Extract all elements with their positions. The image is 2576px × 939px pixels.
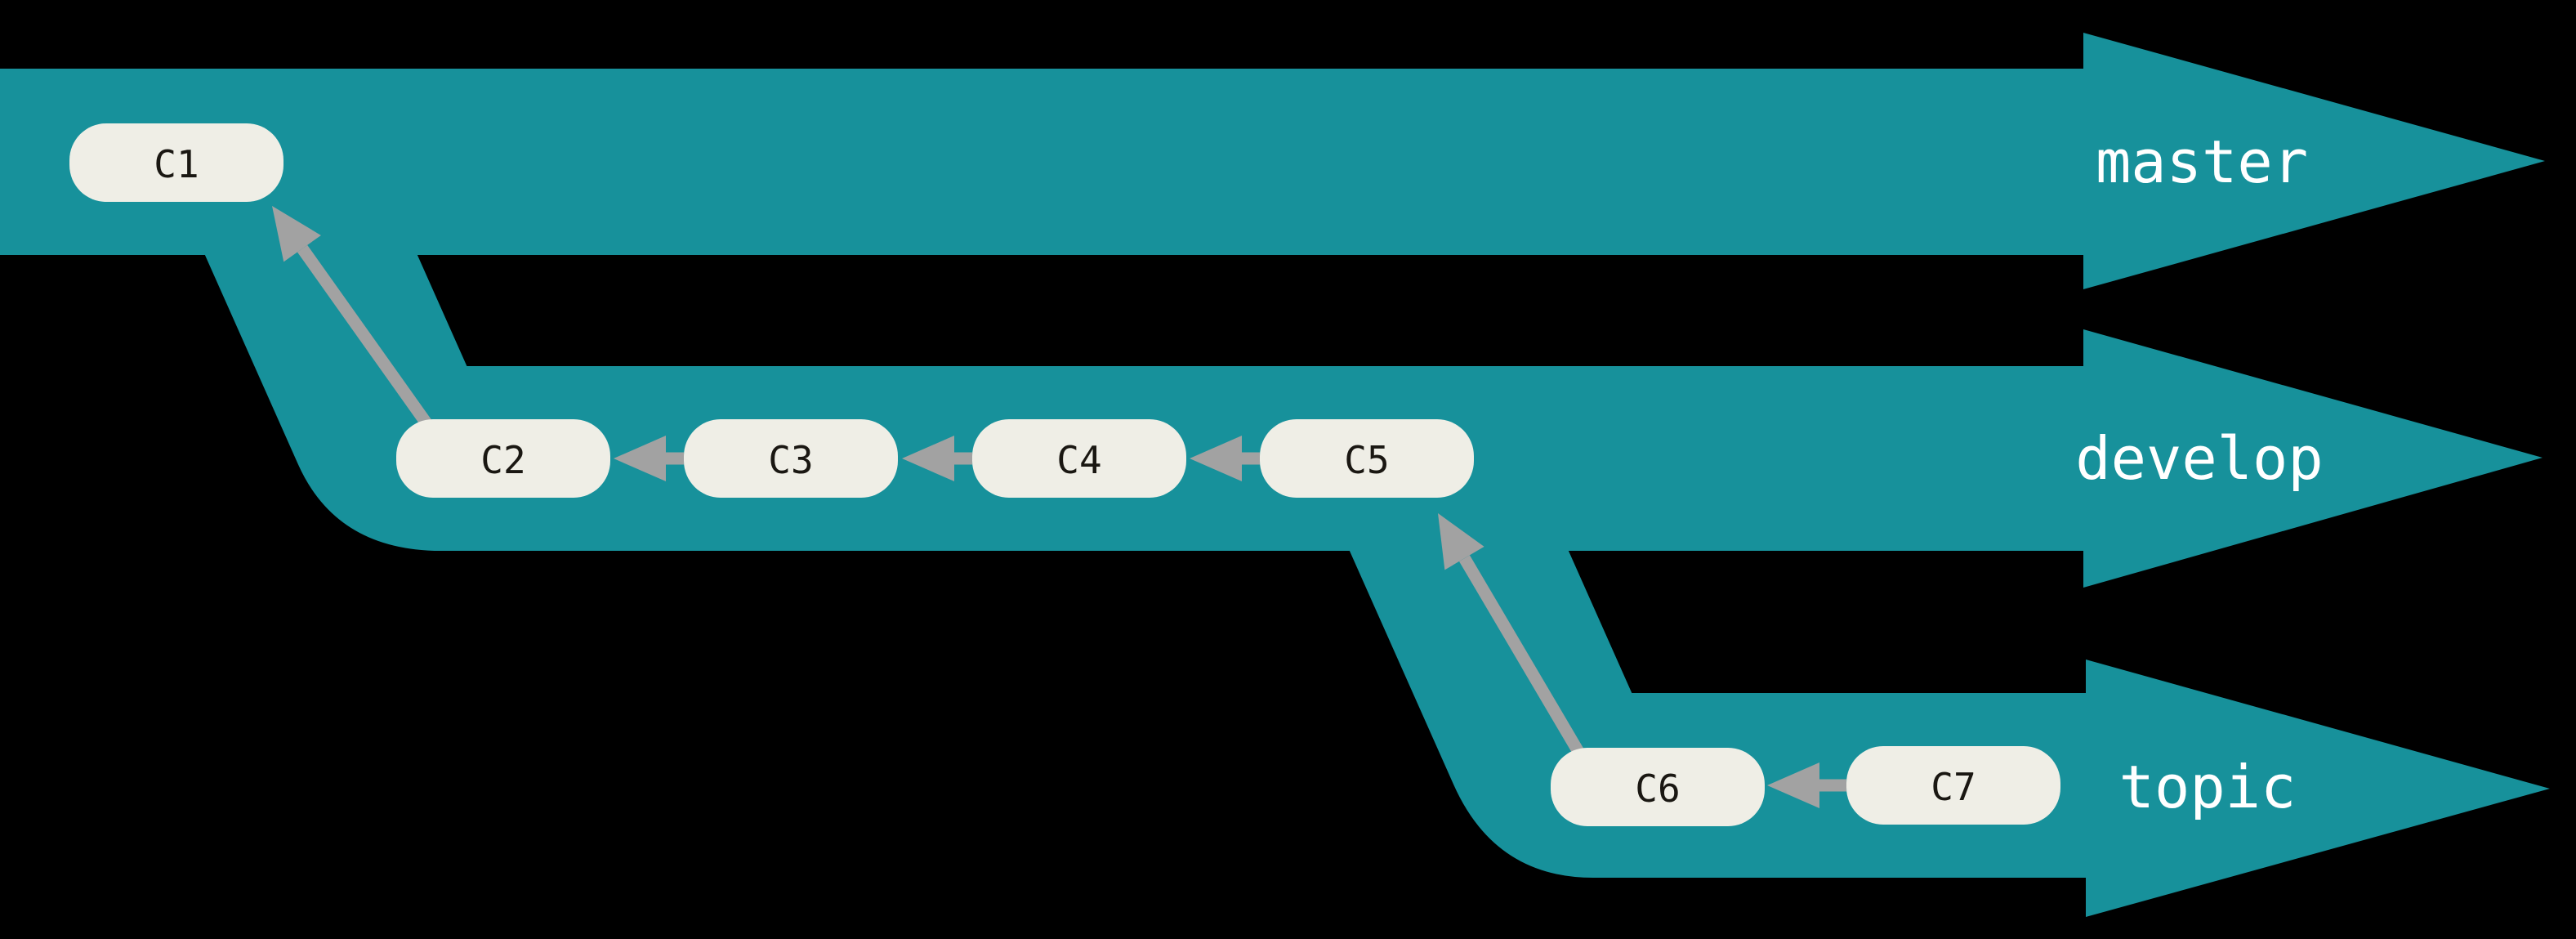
commit-edge-C7-C6 <box>1767 762 1846 808</box>
commit-label-C5: C5 <box>1344 438 1389 482</box>
commit-label-C1: C1 <box>154 142 199 186</box>
commit-node-C5: C5 <box>1260 419 1474 498</box>
edge-arrowhead-icon <box>1190 436 1242 481</box>
edge-arrowhead-icon <box>902 436 954 481</box>
edge-arrowhead-icon <box>1438 513 1484 570</box>
branch-labels-layer: master develop topic <box>2075 127 2323 821</box>
commit-node-pill <box>1551 748 1765 826</box>
commit-node-C3: C3 <box>684 419 898 498</box>
edge-arrowhead-icon <box>272 206 321 262</box>
commit-edge-C3-C2 <box>614 436 684 481</box>
branch-label-master: master <box>2096 127 2308 196</box>
commit-edge-C2-C1 <box>272 206 432 427</box>
commit-node-C1: C1 <box>69 123 283 202</box>
commit-node-C7: C7 <box>1846 746 2060 825</box>
commit-node-pill <box>1260 419 1474 498</box>
commit-label-C7: C7 <box>1931 765 1976 809</box>
commit-node-pill <box>69 123 283 202</box>
commit-label-C3: C3 <box>768 438 813 482</box>
commit-node-pill <box>972 419 1186 498</box>
commit-label-C2: C2 <box>480 438 525 482</box>
edge-arrowhead-icon <box>1767 762 1819 808</box>
branch-label-develop: develop <box>2075 424 2323 493</box>
branch-silo-topic <box>1349 549 2550 917</box>
commit-node-pill <box>1846 746 2060 825</box>
commit-edge-C4-C3 <box>902 436 972 481</box>
edge-shaft <box>297 244 432 427</box>
branch-silo-master <box>0 33 2545 289</box>
edge-arrowhead-icon <box>614 436 666 481</box>
commit-node-pill <box>396 419 610 498</box>
commit-node-C2: C2 <box>396 419 610 498</box>
commit-node-C4: C4 <box>972 419 1186 498</box>
commit-label-C6: C6 <box>1635 767 1680 811</box>
commit-node-C6: C6 <box>1551 748 1765 826</box>
commit-edges-layer <box>272 206 1846 808</box>
commit-label-C4: C4 <box>1056 438 1101 482</box>
commit-edge-C6-C5 <box>1438 513 1587 759</box>
commit-node-pill <box>684 419 898 498</box>
edge-shaft <box>1459 555 1587 759</box>
commit-edge-C5-C4 <box>1190 436 1260 481</box>
branch-label-topic: topic <box>2119 753 2297 821</box>
